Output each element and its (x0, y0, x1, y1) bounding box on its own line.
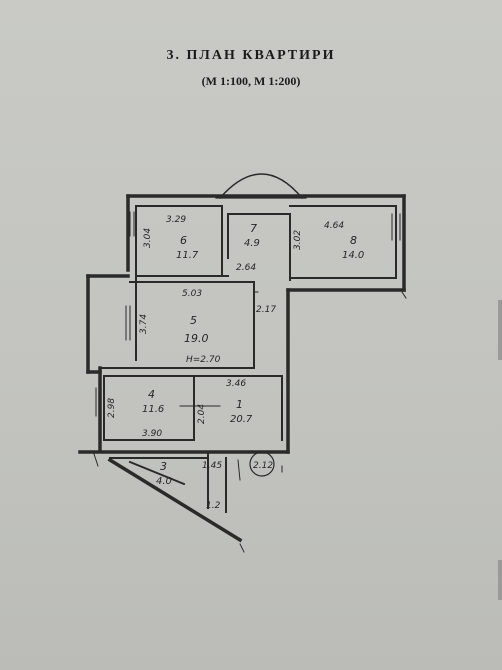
dim-6-width: 3.29 (166, 215, 186, 225)
room-5-number: 5 (190, 314, 197, 327)
dim-8-depth: 3.02 (293, 230, 303, 250)
dim-small: 1.2 (206, 501, 221, 511)
dim-4-depth: 2.98 (107, 398, 117, 418)
window-marks (95, 211, 401, 481)
room-3-area: 4.0 (156, 476, 172, 487)
room-6-number: 6 (180, 234, 187, 247)
dim-corridor: 2.17 (256, 305, 276, 315)
room-7-area: 4.9 (244, 238, 260, 249)
dim-hall: 1.45 (202, 461, 222, 471)
dim-7-width: 2.64 (236, 263, 256, 273)
page-title: 3. ПЛАН КВАРТИРИ (166, 48, 336, 63)
dim-5-width: 5.03 (182, 289, 202, 299)
dimension-lines (93, 291, 407, 553)
room-1-number: 1 (236, 398, 243, 411)
dim-1-depth: 2.04 (197, 404, 207, 424)
room-1-area: 20.7 (230, 414, 253, 425)
dim-4-width: 3.90 (142, 429, 162, 439)
room-6-area: 11.7 (176, 250, 199, 261)
room-4-area: 11.6 (142, 404, 164, 415)
page-subtitle: (М 1:100, М 1:200) (201, 74, 301, 88)
dim-1-width: 3.46 (226, 379, 246, 389)
dim-8-width: 4.64 (324, 221, 344, 231)
room-8-number: 8 (350, 234, 357, 247)
interior-walls (99, 205, 397, 513)
room-4-number: 4 (148, 388, 155, 401)
page-edge-mark (498, 560, 502, 600)
balcony-arc (218, 173, 304, 200)
dim-6-depth: 3.04 (143, 228, 153, 248)
room-height: H=2.70 (186, 355, 221, 365)
page-edge-mark (498, 300, 502, 360)
room-8-area: 14.0 (342, 250, 364, 261)
room-3-number: 3 (160, 460, 167, 473)
dim-circle: 2.12 (253, 461, 273, 471)
outer-walls (78, 194, 406, 543)
dim-5-depth: 3.74 (139, 314, 149, 334)
room-5-area: 19.0 (184, 332, 209, 345)
room-7-number: 7 (250, 222, 257, 235)
circle-marker (249, 451, 275, 477)
